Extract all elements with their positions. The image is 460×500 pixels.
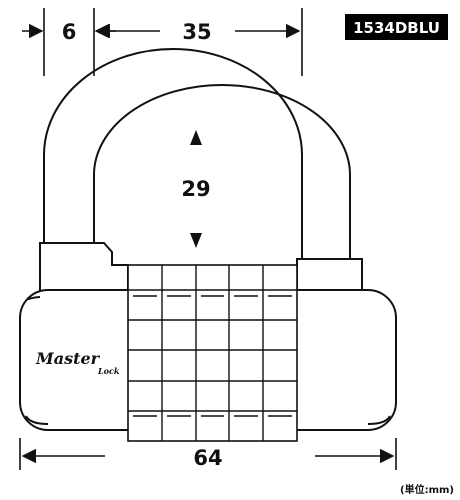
bottom-dimension <box>19 438 397 470</box>
dim-shackle-width: 35 <box>182 20 211 44</box>
unit-note: (単位:mm) <box>400 483 454 496</box>
dim-shackle-thickness: 6 <box>62 20 77 44</box>
combination-dials <box>127 264 298 442</box>
brand-name: Master <box>35 349 101 368</box>
model-badge: 1534DBLU <box>345 14 448 40</box>
brand-logo: Master Lock <box>35 349 120 376</box>
dim-body-width: 64 <box>193 446 222 470</box>
model-label: 1534DBLU <box>353 19 440 37</box>
dial-grid-lines <box>128 265 297 441</box>
shackle-clearance-arrows <box>190 130 202 248</box>
shackle <box>43 48 351 262</box>
top-dimensions <box>22 8 303 76</box>
brand-sub: Lock <box>97 366 120 376</box>
dim-shackle-clearance: 29 <box>181 177 210 201</box>
